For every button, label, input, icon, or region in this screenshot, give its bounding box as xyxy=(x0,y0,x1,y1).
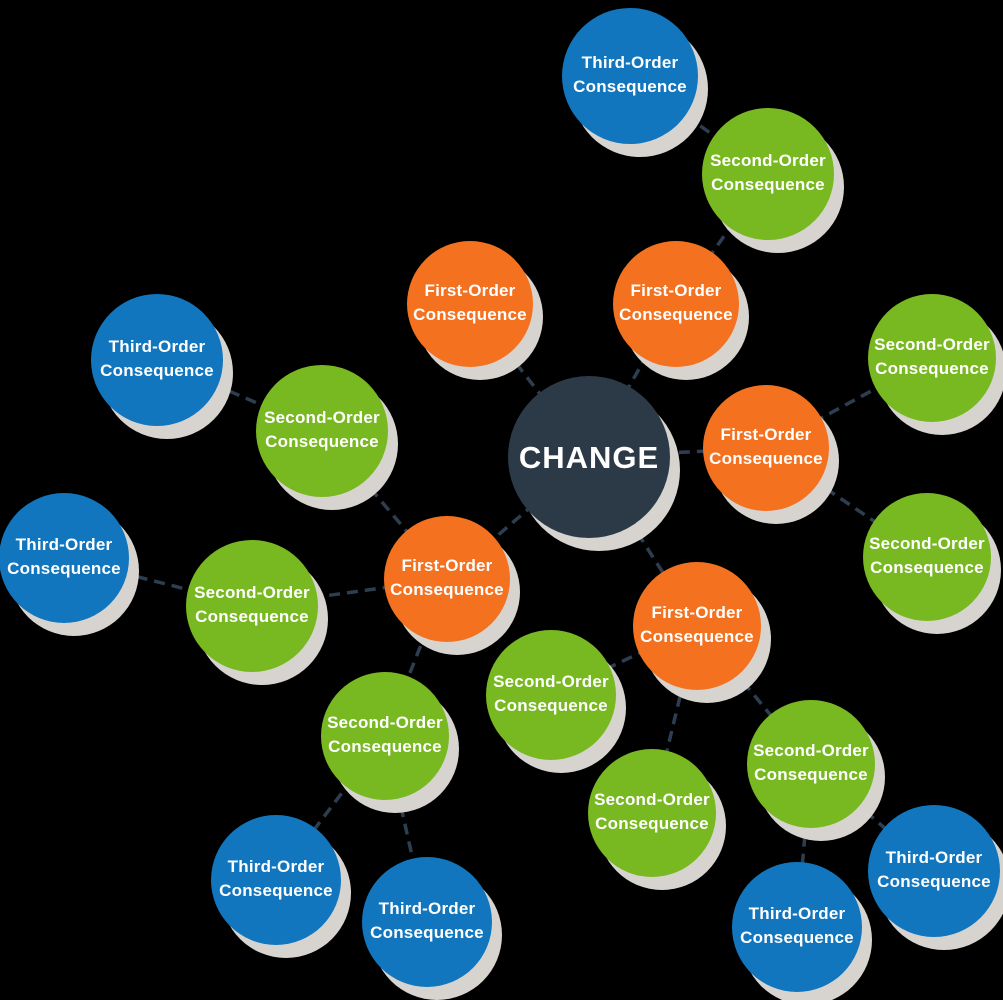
node-circle xyxy=(211,815,341,945)
node-circle xyxy=(863,493,991,621)
node-circle xyxy=(702,108,834,240)
node-label-line: First-Order xyxy=(402,556,493,575)
connector-line xyxy=(383,735,429,923)
node-label-line: Consequence xyxy=(328,737,442,756)
connector-line xyxy=(63,556,253,608)
node-label-line: Consequence xyxy=(573,77,687,96)
node-circle xyxy=(186,540,318,672)
node-label-line: Consequence xyxy=(875,359,989,378)
node-circle xyxy=(868,294,996,422)
node-label-line: Consequence xyxy=(595,814,709,833)
node-label-line: First-Order xyxy=(425,281,516,300)
node-label-line: Consequence xyxy=(195,607,309,626)
node-label-line: First-Order xyxy=(652,603,743,622)
center-node-label: CHANGE xyxy=(519,440,659,475)
node-label-line: Third-Order xyxy=(109,337,206,356)
node-circle xyxy=(703,385,829,511)
node-label-line: Third-Order xyxy=(886,848,983,867)
node-circle xyxy=(868,805,1000,937)
node-label-line: Consequence xyxy=(390,580,504,599)
node-label-line: Consequence xyxy=(100,361,214,380)
node-label-line: Third-Order xyxy=(228,857,325,876)
node-circle xyxy=(0,493,129,623)
node-label-line: Third-Order xyxy=(749,904,846,923)
node-label-line: Consequence xyxy=(754,765,868,784)
node-label-line: Second-Order xyxy=(753,741,869,760)
node-label-line: Second-Order xyxy=(869,534,985,553)
node-label-line: Second-Order xyxy=(874,335,990,354)
node-circle xyxy=(321,672,449,800)
center-node: CHANGE xyxy=(508,376,680,551)
connector-line xyxy=(650,625,699,814)
node-label-line: Second-Order xyxy=(194,583,310,602)
connector-line xyxy=(445,455,591,581)
node-label-line: Consequence xyxy=(870,558,984,577)
node-circle xyxy=(407,241,533,367)
node-label-line: Consequence xyxy=(640,627,754,646)
node-label-line: Consequence xyxy=(219,881,333,900)
node-label-line: Second-Order xyxy=(710,151,826,170)
node-circle xyxy=(613,241,739,367)
node-circle xyxy=(256,365,388,497)
node-circle xyxy=(91,294,223,426)
connector-line xyxy=(765,356,933,450)
node-label-line: Consequence xyxy=(413,305,527,324)
node-circle xyxy=(562,8,698,144)
node-label-line: Consequence xyxy=(370,923,484,942)
node-label-line: Consequence xyxy=(711,175,825,194)
node-circle xyxy=(362,857,492,987)
node-label-line: Consequence xyxy=(740,928,854,947)
node-label-line: Consequence xyxy=(877,872,991,891)
node-label-line: Second-Order xyxy=(493,672,609,691)
node-label-line: Third-Order xyxy=(582,53,679,72)
node-label-line: Consequence xyxy=(7,559,121,578)
node-circle xyxy=(747,700,875,828)
node-label-line: First-Order xyxy=(721,425,812,444)
node-label-line: Third-Order xyxy=(16,535,113,554)
node-label-line: Consequence xyxy=(494,696,608,715)
node-label-line: Second-Order xyxy=(264,408,380,427)
node-circle xyxy=(732,862,862,992)
node-label-line: Consequence xyxy=(709,449,823,468)
node-circle xyxy=(588,749,716,877)
node-label-line: Consequence xyxy=(265,432,379,451)
node-label-line: Second-Order xyxy=(327,713,443,732)
node-label-line: Consequence xyxy=(619,305,733,324)
node-circle xyxy=(633,562,761,690)
node-label-line: Third-Order xyxy=(379,899,476,918)
node-label-line: First-Order xyxy=(631,281,722,300)
node-label-line: Second-Order xyxy=(594,790,710,809)
connector-line xyxy=(320,429,449,581)
node-circle xyxy=(508,376,670,538)
node-circle xyxy=(486,630,616,760)
connector-line xyxy=(468,302,591,459)
node-circle xyxy=(384,516,510,642)
